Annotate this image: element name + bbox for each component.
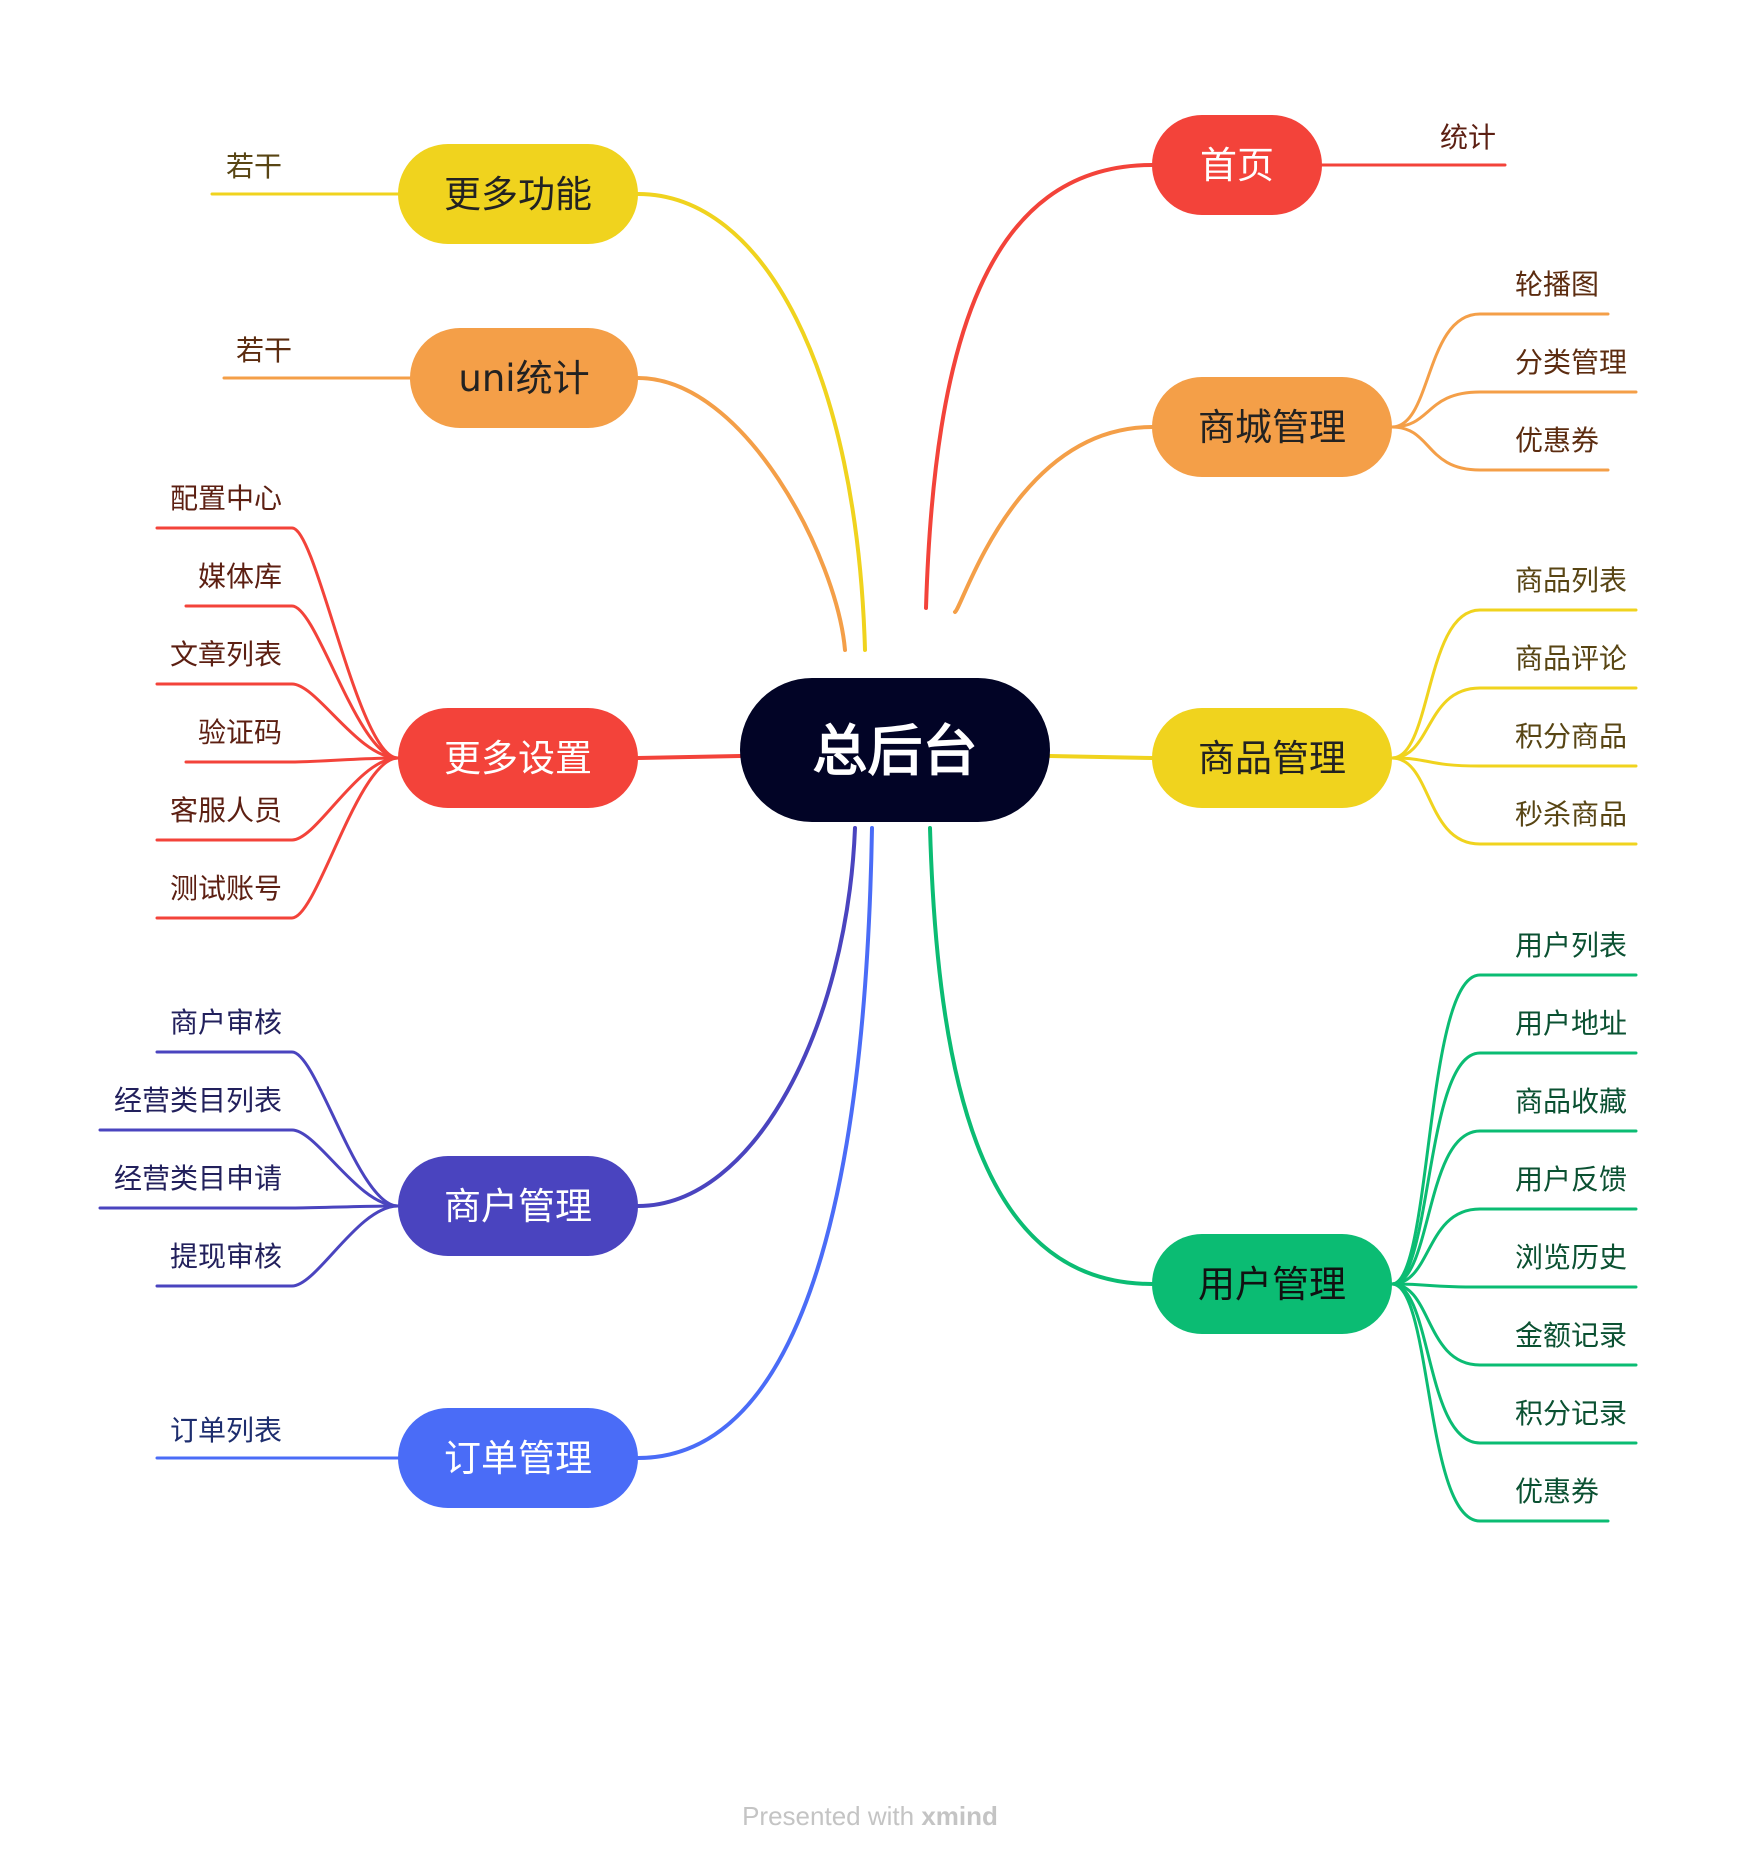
leaf-user-7[interactable]: 优惠券 — [1515, 1475, 1599, 1508]
leaf-user-5[interactable]: 金额记录 — [1515, 1319, 1627, 1352]
leaf-connector-settings-0 — [155, 526, 400, 760]
nodes: 总后台首页统计商城管理轮播图分类管理优惠券商品管理商品列表商品评论积分商品秒杀商… — [114, 115, 1627, 1508]
leaf-mall-1[interactable]: 分类管理 — [1515, 346, 1627, 379]
leaf-connector-user-4 — [1390, 1282, 1638, 1289]
topic-settings-pill — [398, 708, 638, 808]
topic-user-label: 用户管理 — [1198, 1263, 1346, 1306]
leaf-connector-settings-5 — [155, 756, 400, 920]
leaf-user-6[interactable]: 积分记录 — [1515, 1397, 1627, 1430]
leaf-settings-3[interactable]: 验证码 — [198, 716, 282, 749]
leaf-merchant-0[interactable]: 商户审核 — [170, 1006, 282, 1039]
topic-order[interactable]: 订单管理 — [398, 1408, 638, 1508]
topic-more_func-pill — [398, 144, 638, 244]
topic-goods-pill — [1152, 708, 1392, 808]
topic-more_func-label: 更多功能 — [444, 173, 592, 216]
leaf-connector-user-1 — [1390, 1051, 1638, 1286]
leaf-connector-merchant-1 — [98, 1128, 400, 1208]
leaf-connector-mall-1 — [1390, 390, 1638, 429]
leaf-user-0[interactable]: 用户列表 — [1515, 929, 1627, 962]
leaf-uni-0[interactable]: 若干 — [236, 334, 292, 367]
leaf-settings-0[interactable]: 配置中心 — [170, 482, 282, 515]
topic-settings[interactable]: 更多设置 — [398, 708, 638, 808]
connector-goods — [1048, 754, 1154, 760]
topic-uni[interactable]: uni统计 — [410, 328, 638, 428]
leaf-settings-1[interactable]: 媒体库 — [198, 560, 282, 593]
topic-merchant[interactable]: 商户管理 — [398, 1156, 638, 1256]
topic-home-pill — [1152, 115, 1322, 215]
topic-more_func[interactable]: 更多功能 — [398, 144, 638, 244]
leaf-connector-goods-1 — [1390, 686, 1638, 760]
topic-uni-pill — [410, 328, 638, 428]
topic-mall[interactable]: 商城管理 — [1152, 377, 1392, 477]
connector-uni — [636, 376, 847, 652]
leaf-connector-user-2 — [1390, 1129, 1638, 1286]
topic-merchant-label: 商户管理 — [444, 1185, 592, 1228]
connector-mall — [953, 425, 1154, 614]
leaf-connector-user-7 — [1390, 1282, 1610, 1523]
leaf-merchant-3[interactable]: 提现审核 — [170, 1240, 282, 1273]
leaf-user-3[interactable]: 用户反馈 — [1515, 1163, 1627, 1196]
topic-user[interactable]: 用户管理 — [1152, 1234, 1392, 1334]
topic-goods-label: 商品管理 — [1198, 737, 1346, 780]
leaf-settings-5[interactable]: 测试账号 — [170, 872, 282, 905]
leaf-mall-0[interactable]: 轮播图 — [1515, 268, 1599, 301]
topic-order-label: 订单管理 — [444, 1437, 592, 1480]
leaf-connector-user-0 — [1390, 973, 1638, 1286]
connectors — [98, 163, 1638, 1523]
topic-home[interactable]: 首页 — [1152, 115, 1322, 215]
leaf-connector-settings-3 — [184, 756, 400, 764]
topic-goods[interactable]: 商品管理 — [1152, 708, 1392, 808]
leaf-user-4[interactable]: 浏览历史 — [1515, 1241, 1627, 1274]
leaf-connector-goods-2 — [1390, 756, 1638, 768]
leaf-connector-user-6 — [1390, 1282, 1638, 1445]
connector-home — [924, 163, 1154, 610]
root-topic[interactable]: 总后台 — [740, 678, 1050, 822]
leaf-goods-0[interactable]: 商品列表 — [1515, 564, 1627, 597]
topic-uni-label: uni统计 — [458, 357, 589, 400]
leaf-more_func-0[interactable]: 若干 — [226, 150, 282, 183]
topic-user-pill — [1152, 1234, 1392, 1334]
leaf-connector-user-5 — [1390, 1282, 1638, 1367]
topic-mall-pill — [1152, 377, 1392, 477]
connector-order — [636, 826, 874, 1460]
connector-merchant — [636, 826, 857, 1208]
leaf-home-0[interactable]: 统计 — [1440, 121, 1496, 154]
leaf-settings-4[interactable]: 客服人员 — [170, 794, 282, 827]
connector-settings — [636, 754, 742, 760]
topic-mall-label: 商城管理 — [1198, 406, 1346, 449]
root-topic-label: 总后台 — [812, 719, 977, 783]
xmind-logo: xmind — [921, 1801, 998, 1831]
connector-more_func — [636, 192, 867, 652]
leaf-goods-2[interactable]: 积分商品 — [1515, 720, 1627, 753]
connector-user — [928, 826, 1154, 1286]
leaf-merchant-1[interactable]: 经营类目列表 — [114, 1084, 282, 1117]
leaf-user-1[interactable]: 用户地址 — [1515, 1007, 1627, 1040]
leaf-connector-merchant-2 — [98, 1204, 400, 1210]
leaf-order-0[interactable]: 订单列表 — [170, 1414, 282, 1447]
leaf-connector-settings-1 — [184, 604, 400, 760]
leaf-connector-merchant-3 — [155, 1204, 400, 1288]
leaf-merchant-2[interactable]: 经营类目申请 — [114, 1162, 282, 1195]
topic-merchant-pill — [398, 1156, 638, 1256]
leaf-connector-mall-0 — [1390, 312, 1610, 429]
leaf-connector-settings-4 — [155, 756, 400, 842]
leaf-mall-2[interactable]: 优惠券 — [1515, 424, 1599, 457]
leaf-goods-1[interactable]: 商品评论 — [1515, 642, 1627, 675]
leaf-connector-mall-2 — [1390, 425, 1610, 472]
footer-credit: Presented with xmind — [742, 1801, 998, 1831]
leaf-connector-user-3 — [1390, 1207, 1638, 1286]
topic-order-pill — [398, 1408, 638, 1508]
leaf-user-2[interactable]: 商品收藏 — [1515, 1085, 1627, 1118]
leaf-connector-goods-3 — [1390, 756, 1638, 846]
topic-home-label: 首页 — [1200, 144, 1274, 187]
leaf-settings-2[interactable]: 文章列表 — [170, 638, 282, 671]
leaf-goods-3[interactable]: 秒杀商品 — [1515, 798, 1627, 831]
topic-settings-label: 更多设置 — [444, 737, 592, 780]
leaf-connector-merchant-0 — [155, 1050, 400, 1208]
footer-prefix: Presented with — [742, 1801, 921, 1831]
leaf-connector-settings-2 — [155, 682, 400, 760]
leaf-connector-goods-0 — [1390, 608, 1638, 760]
